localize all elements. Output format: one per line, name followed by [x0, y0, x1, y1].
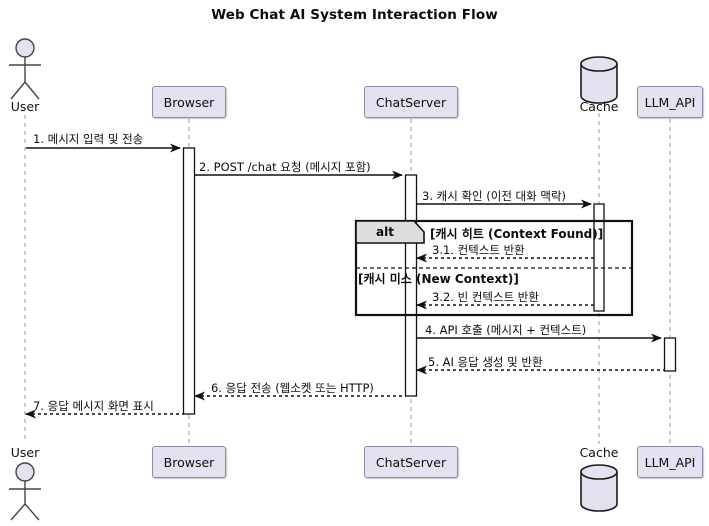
message-label-1: 1. 메시지 입력 및 전송: [33, 132, 144, 146]
message-label-7: 7. 응답 메시지 화면 표시: [33, 399, 154, 413]
database-cache-bottom: [580, 464, 618, 512]
page-title: Web Chat AI System Interaction Flow: [211, 7, 498, 23]
participant-user-label-bottom: User: [10, 445, 40, 460]
participant-chatserver-bottom[interactable]: ChatServer: [364, 446, 458, 478]
message-label-3-1: 3.1. 컨텍스트 반환: [432, 243, 525, 257]
message-label-4: 4. API 호출 (메시지 + 컨텍스트): [425, 323, 587, 337]
message-label-6: 6. 응답 전송 (웹소켓 또는 HTTP): [211, 381, 374, 395]
alt-guard-2: [캐시 미스 (New Context)]: [358, 272, 519, 286]
participant-chatserver-top[interactable]: ChatServer: [364, 86, 458, 118]
participant-llmapi-top[interactable]: LLM_API: [637, 86, 703, 118]
activation-bar-group: [182, 147, 677, 415]
activation-chatserver: [404, 174, 418, 397]
activation-llmapi: [663, 337, 677, 372]
message-label-3-2: 3.2. 빈 컨텍스트 반환: [432, 290, 539, 304]
participant-browser-top[interactable]: Browser: [152, 86, 226, 118]
alt-fragment: [354, 219, 634, 317]
participant-user-label-top: User: [10, 99, 40, 114]
participant-llmapi-bottom[interactable]: LLM_API: [637, 446, 703, 478]
message-label-2: 2. POST /chat 요청 (메시지 포함): [199, 160, 371, 174]
message-label-3: 3. 캐시 확인 (이전 대화 맥락): [422, 189, 567, 203]
participant-cache-label-top: Cache: [579, 99, 619, 114]
alt-operator-label: alt: [376, 225, 394, 239]
actor-user-top: [9, 38, 41, 100]
database-cache-top: [580, 56, 618, 104]
message-label-5: 5. AI 응답 생성 및 반환: [428, 355, 543, 369]
participant-browser-bottom[interactable]: Browser: [152, 446, 226, 478]
alt-guard-1: [캐시 히트 (Context Found)]: [430, 227, 604, 241]
actor-user-bottom: [9, 462, 41, 521]
message-arrow-group: [25, 143, 664, 419]
participant-cache-label-bottom: Cache: [579, 445, 619, 460]
activation-browser: [182, 147, 196, 415]
